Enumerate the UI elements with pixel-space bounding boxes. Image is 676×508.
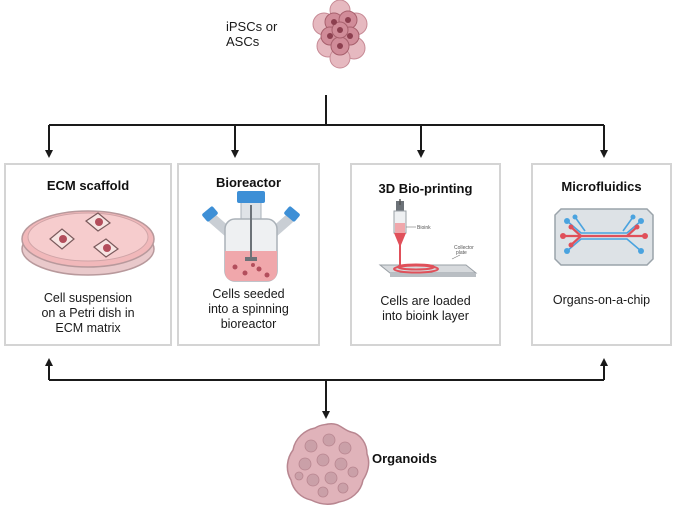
panel-3d-bioprinting: 3D Bio-printing Bioink Collector plate C… — [350, 163, 501, 346]
desc-line: Cell suspension — [43, 291, 133, 305]
desc-line: Cells are loaded — [380, 294, 471, 308]
panel-ecm-scaffold: ECM scaffold Cell suspension on a Petri … — [4, 163, 172, 346]
collector-annotation-line1: Collector — [454, 245, 474, 251]
panel-description: Cells seeded into a spinning bioreactor — [185, 287, 312, 332]
desc-line: Cells seeded — [212, 287, 285, 301]
desc-line: into a spinning — [208, 302, 289, 316]
organoid-icon — [286, 422, 370, 505]
desc-line: into bioink layer — [382, 309, 469, 323]
panel-bioreactor: Bioreactor Cells seeded into a spinning … — [177, 163, 320, 346]
source-label-line2: ASCs — [226, 34, 260, 49]
microfluidic-chip-icon — [554, 208, 654, 266]
spinner-flask-icon — [202, 191, 300, 282]
panel-microfluidics: Microfluidics Organs-on-a-chip — [531, 163, 672, 346]
source-label-line1: iPSCs or — [226, 19, 278, 34]
panel-title: Bioreactor — [215, 175, 282, 190]
bioprinter-icon: Bioink Collector plate — [378, 199, 478, 277]
desc-line: bioreactor — [220, 317, 277, 331]
collector-annotation-line2: plate — [456, 250, 467, 256]
stem-cell-cluster-icon — [312, 0, 368, 69]
source-label: iPSCs or ASCs — [226, 19, 277, 49]
panel-description: Cells are loaded into bioink layer — [358, 294, 493, 324]
desc-line: ECM matrix — [55, 321, 121, 335]
panel-title: 3D Bio-printing — [378, 181, 473, 196]
petri-dish-icon — [21, 210, 155, 276]
organoids-label: Organoids — [372, 451, 438, 466]
panel-title: ECM scaffold — [46, 178, 130, 193]
panel-title: Microfluidics — [561, 179, 642, 194]
desc-line: Organs-on-a-chip — [552, 293, 651, 307]
bioink-annotation: Bioink — [417, 225, 431, 231]
panel-description: Cell suspension on a Petri dish in ECM m… — [12, 291, 164, 336]
desc-line: on a Petri dish in — [41, 306, 135, 320]
panel-description: Organs-on-a-chip — [539, 293, 664, 308]
